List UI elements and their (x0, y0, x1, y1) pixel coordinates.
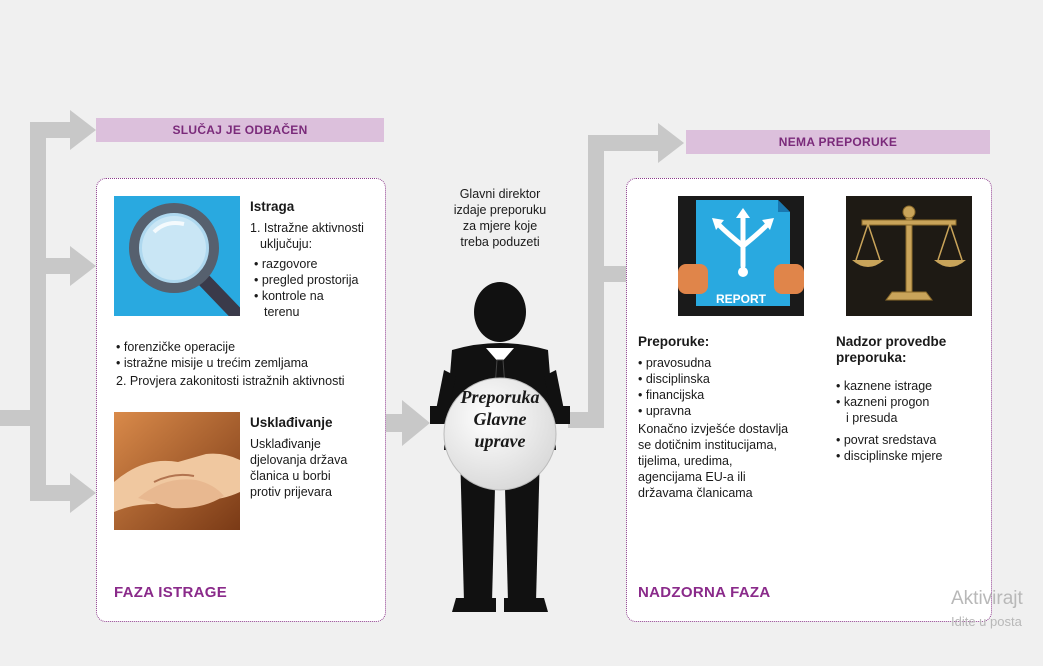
list-item: pravosudna (638, 355, 711, 371)
istraga-item1-line: 1. Istražne aktivnosti (250, 221, 364, 235)
report-label: REPORT (715, 292, 766, 306)
uskladivanje-text: Usklađivanje djelovanja država članica u… (250, 436, 347, 500)
preporuke-text: Konačno izvješće dostavlja se dotičnim i… (638, 421, 788, 501)
text-line: državama članicama (638, 486, 753, 500)
list-item: povrat sredstava (836, 432, 943, 448)
supervision-phase-label: NADZORNA FAZA (638, 584, 771, 601)
list-item: istražne misije u trećim zemljama (116, 355, 308, 371)
circle-line: Glavne (473, 409, 527, 429)
director-caption: Glavni direktor izdaje preporuku za mjer… (430, 186, 570, 250)
nadzor-title: Nadzor provedbe preporuka: (836, 334, 946, 366)
investigation-phase-label: FAZA ISTRAGE (114, 584, 228, 601)
list-item: pregled prostorija (254, 272, 359, 288)
caption-line: izdaje preporuku (453, 203, 547, 217)
nadzor-bullets-2: povrat sredstava disciplinske mjere (836, 432, 943, 464)
text-line: tijelima, uredima, (638, 454, 733, 468)
list-item: disciplinske mjere (836, 448, 943, 464)
list-item: upravna (638, 403, 711, 419)
list-item: kazneni progon (836, 394, 932, 410)
istraga-item1-line: uključuju: (260, 237, 313, 251)
handshake-image (114, 412, 240, 530)
scales-image (846, 196, 972, 316)
title-line: Nadzor provedbe (836, 334, 947, 349)
text-line: djelovanja država (250, 453, 348, 467)
list-item: kontrole na (254, 288, 358, 304)
caption-line: treba poduzeti (460, 235, 540, 249)
list-item: kaznene istrage (836, 378, 932, 394)
preporuke-bullets: pravosudna disciplinska financijska upra… (638, 355, 711, 419)
text-line: članica u borbi (250, 469, 331, 483)
list-item: disciplinska (638, 371, 711, 387)
nadzor-bullet-cont: i presuda (846, 411, 898, 425)
istraga-title: Istraga (250, 199, 295, 214)
text-line: se dotičnim institucijama, (638, 438, 777, 452)
recommendation-circle-label: Preporuka Glavne uprave (446, 386, 554, 452)
caption-line: za mjere koje (462, 219, 538, 233)
no-recommendation-tag: NEMA PREPORUKE (686, 130, 990, 154)
text-line: Konačno izvješće dostavlja (638, 422, 789, 436)
preporuke-title: Preporuke: (638, 334, 710, 349)
istraga-item2: 2. Provjera zakonitosti istražnih aktivn… (116, 374, 345, 388)
caption-line: Glavni direktor (459, 187, 541, 201)
list-item: razgovore (254, 256, 358, 272)
title-line: preporuka: (836, 350, 907, 365)
activation-watermark-sub: Idite u posta (951, 614, 1022, 629)
text-line: agencijama EU-a ili (638, 470, 746, 484)
text-line: protiv prijevara (250, 485, 332, 499)
magnifier-image (114, 196, 240, 316)
case-dismissed-tag: SLUČAJ JE ODBAČEN (96, 118, 384, 142)
uskladivanje-title: Usklađivanje (250, 415, 333, 430)
istraga-bullets-a: razgovore pregled prostorija kontrole na (254, 256, 359, 304)
circle-line: Preporuka (460, 387, 540, 407)
istraga-item1: 1. Istražne aktivnosti uključuju: (250, 220, 364, 252)
list-item: financijska (638, 387, 711, 403)
report-image (678, 196, 804, 316)
text-line: Usklađivanje (250, 437, 321, 451)
circle-line: uprave (474, 431, 526, 451)
activation-watermark: Aktivirajt (951, 588, 1023, 609)
istraga-bullets-b: forenzičke operacije istražne misije u t… (116, 339, 308, 371)
recommendation-circle (443, 377, 557, 491)
istraga-bullet-cont: terenu (264, 305, 300, 319)
list-item: forenzičke operacije (116, 339, 308, 355)
nadzor-bullets: kaznene istrage kazneni progon (836, 378, 932, 410)
